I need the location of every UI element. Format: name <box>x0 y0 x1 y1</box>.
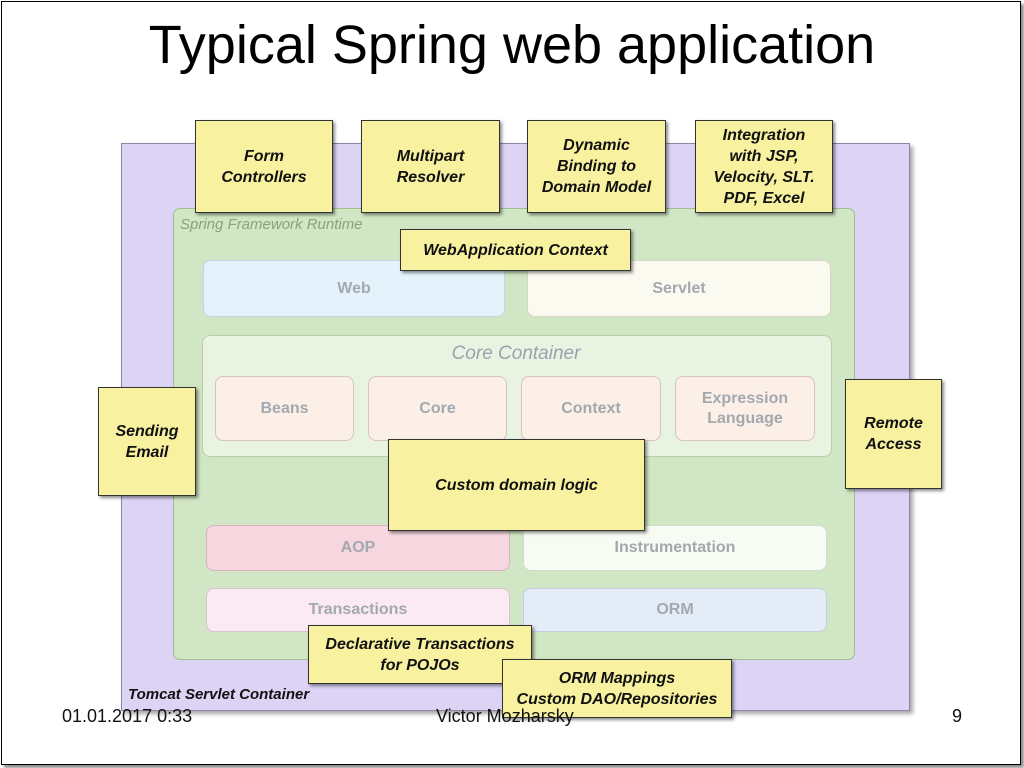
module-servlet: Servlet <box>527 260 831 317</box>
module-expression-language: Expression Language <box>675 376 815 441</box>
module-beans: Beans <box>215 376 354 441</box>
core-container-label: Core Container <box>451 343 581 364</box>
note-multipart-resolver: Multipart Resolver <box>361 120 500 213</box>
footer-page-number: 9 <box>952 706 963 726</box>
note-webapplication-context: WebApplication Context <box>400 229 631 271</box>
note-remote-access: Remote Access <box>845 379 942 489</box>
note-dynamic-binding: Dynamic Binding to Domain Model <box>527 120 666 213</box>
note-declarative-transactions: Declarative Transactions for POJOs <box>308 625 532 684</box>
module-aop: AOP <box>206 525 510 571</box>
note-orm-mappings: ORM Mappings Custom DAO/Repositories <box>502 659 732 718</box>
module-core: Core <box>368 376 507 441</box>
slide-title: Typical Spring web application <box>148 15 876 75</box>
module-context: Context <box>521 376 661 441</box>
footer-author: Victor Mozharsky <box>436 706 574 726</box>
module-orm: ORM <box>523 588 827 632</box>
module-transactions: Transactions <box>206 588 510 632</box>
runtime-label: Spring Framework Runtime <box>180 216 363 233</box>
note-form-controllers: Form Controllers <box>195 120 333 213</box>
note-custom-domain-logic: Custom domain logic <box>388 439 645 531</box>
module-instrumentation: Instrumentation <box>523 525 827 571</box>
note-sending-email: Sending Email <box>98 387 196 496</box>
footer-date: 01.01.2017 0:33 <box>62 706 193 726</box>
note-integration: Integration with JSP, Velocity, SLT. PDF… <box>695 120 833 213</box>
tomcat-label: Tomcat Servlet Container <box>128 686 310 703</box>
